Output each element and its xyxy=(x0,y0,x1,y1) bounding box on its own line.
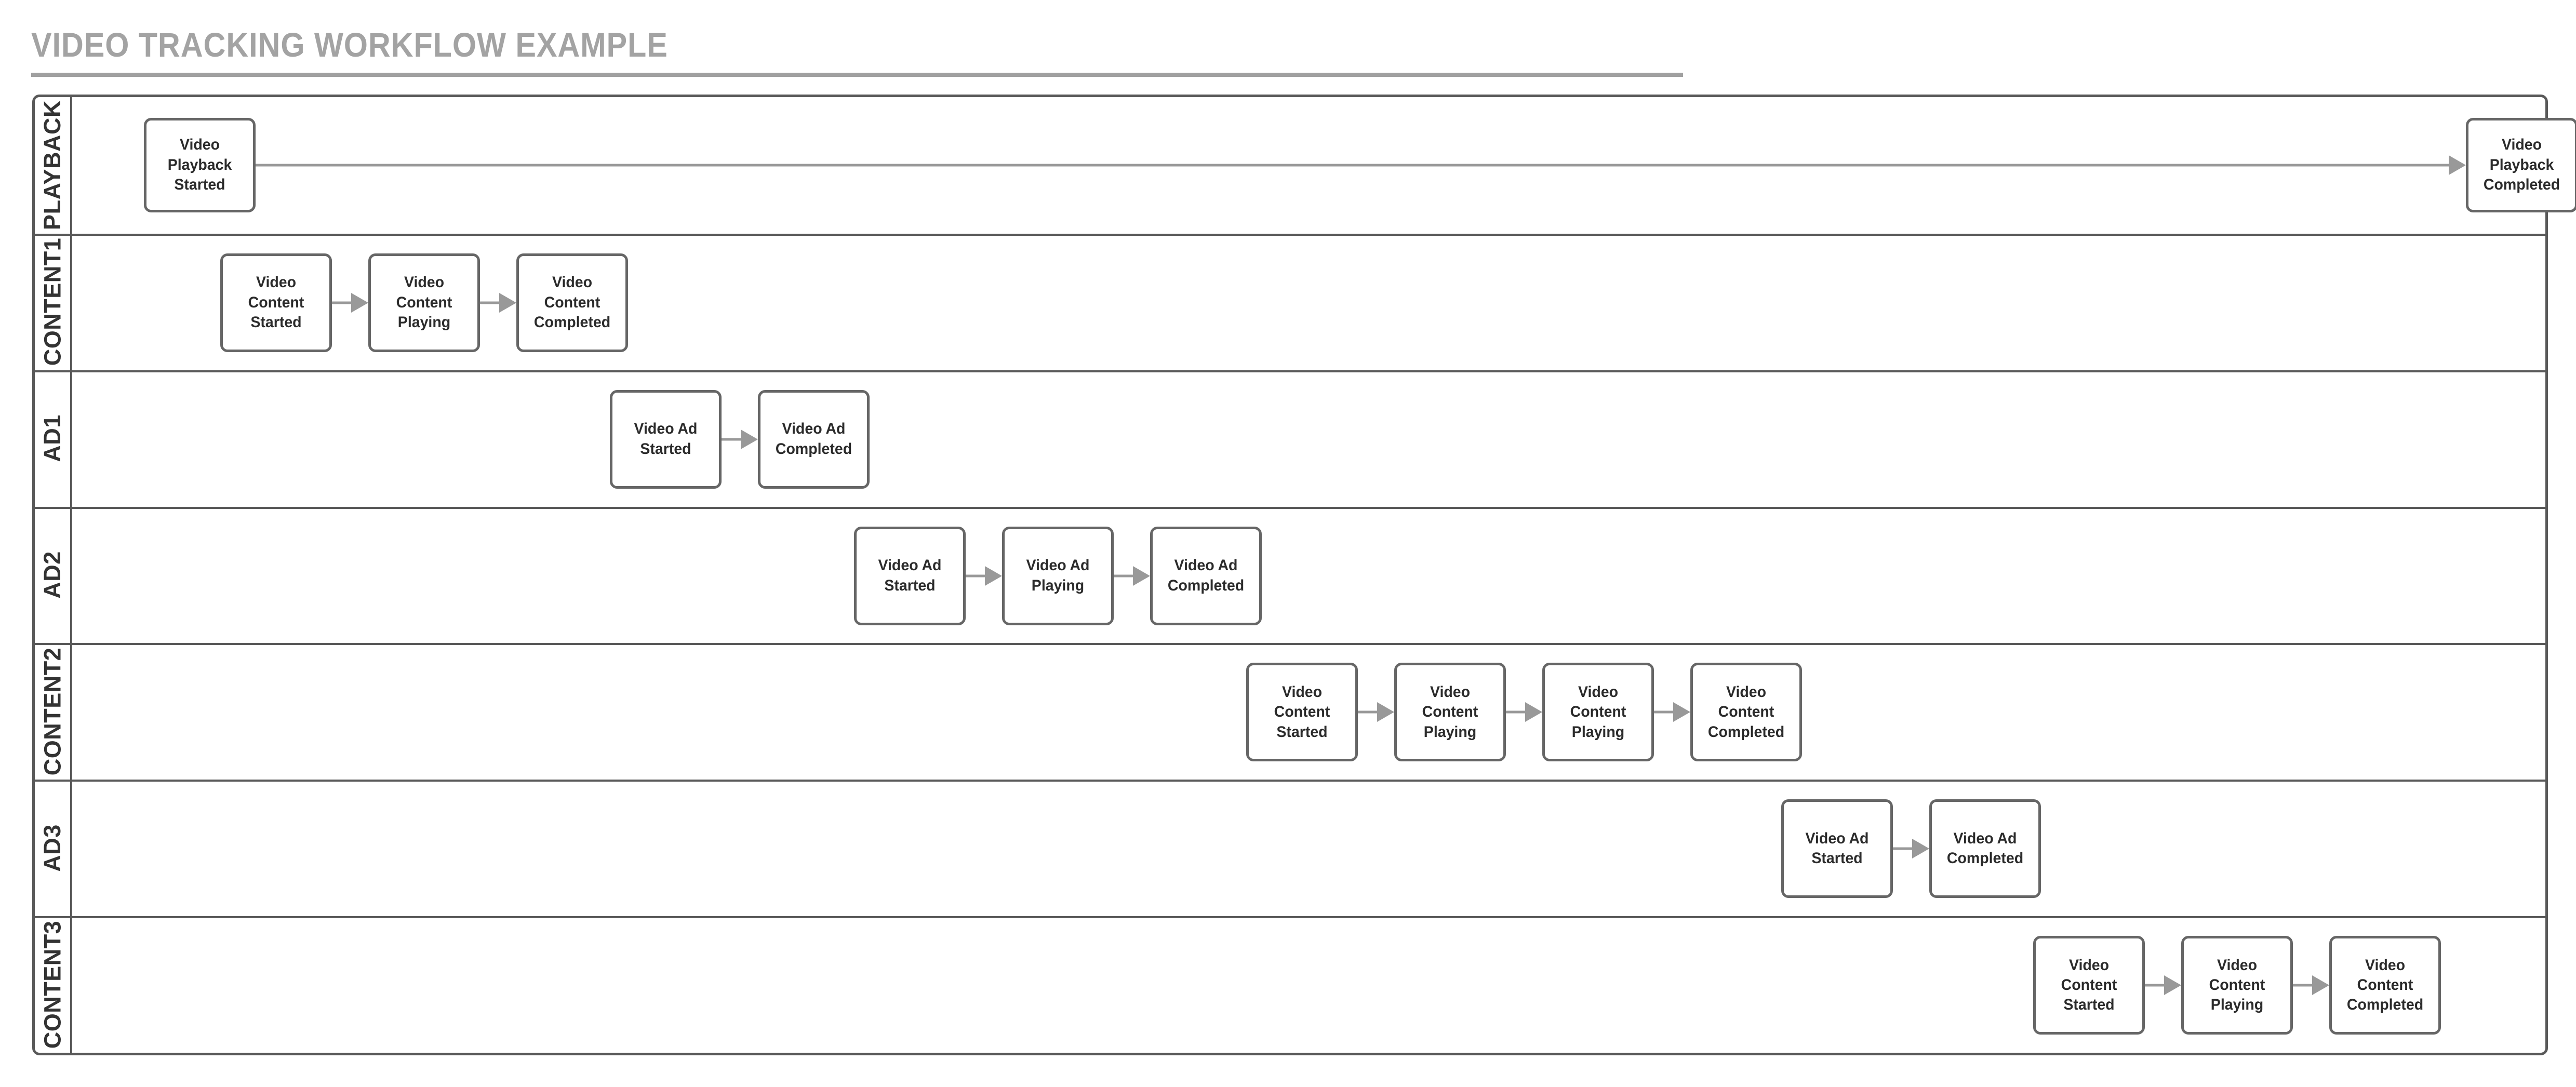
connector-line xyxy=(1358,710,1379,714)
node-c1-1[interactable]: Video Content Started xyxy=(220,253,332,352)
lane-divider xyxy=(35,233,2545,236)
lane-body-content1: Video Content Started Video Content Playi… xyxy=(72,234,2545,370)
node-a2-3[interactable]: Video Ad Completed xyxy=(1150,526,1262,625)
node-c2-3[interactable]: Video Content Playing xyxy=(1542,663,1654,762)
node-a2-2[interactable]: Video Ad Playing xyxy=(1002,526,1114,625)
lane-label-ad2: AD2 xyxy=(39,551,65,599)
arrow-head-icon xyxy=(2312,975,2329,996)
lane-label-cell-playback: PLAYBACK xyxy=(35,97,72,234)
title-divider xyxy=(31,73,1683,77)
node-a3-1[interactable]: Video Ad Started xyxy=(1781,799,1893,898)
node-a1-1[interactable]: Video Ad Started xyxy=(610,390,722,489)
connector-line xyxy=(966,574,986,578)
node-label: Video Content Started xyxy=(2061,956,2117,1014)
lane-label-cell-content2: CONTENT2 xyxy=(35,643,72,780)
connector-line xyxy=(480,301,501,304)
arrow-head-icon xyxy=(2164,975,2181,996)
node-c3-2[interactable]: Video Content Playing xyxy=(2181,936,2293,1035)
node-a2-1[interactable]: Video Ad Started xyxy=(854,526,966,625)
connector-line xyxy=(2293,984,2314,987)
lane-label-playback: PLAYBACK xyxy=(39,100,65,231)
arrow-head-icon xyxy=(1912,839,1929,859)
node-label: Video Ad Started xyxy=(634,420,698,458)
node-pb-2[interactable]: Video Playback Completed xyxy=(2466,118,2576,212)
lane-body-ad3: Video Ad Started Video Ad Completed xyxy=(72,780,2545,916)
arrow-head-icon xyxy=(1133,566,1150,586)
lane-label-cell-content1: CONTENT1 xyxy=(35,233,72,370)
lane-label-content3: CONTENT3 xyxy=(39,920,66,1049)
connector-line xyxy=(1506,710,1527,714)
arrow-head-icon xyxy=(1673,702,1690,722)
arrow-head-icon xyxy=(985,566,1002,586)
connector-line xyxy=(2145,984,2166,987)
connector-line xyxy=(332,301,353,304)
connector-line xyxy=(1114,574,1134,578)
node-label: Video Ad Completed xyxy=(1946,829,2024,867)
node-label: Video Ad Completed xyxy=(775,420,852,458)
node-c1-2[interactable]: Video Content Playing xyxy=(368,253,480,352)
node-label: Video Content Started xyxy=(248,274,304,331)
connector-line xyxy=(1654,710,1675,714)
node-label: Video Ad Completed xyxy=(1167,557,1245,594)
arrow-head-icon xyxy=(499,292,516,313)
lane-body-ad1: Video Ad Started Video Ad Completed xyxy=(72,370,2545,507)
lane-label-ad1: AD1 xyxy=(39,414,65,462)
lane-divider xyxy=(35,780,2545,782)
arrow-head-icon xyxy=(741,429,758,449)
arrow-head-icon xyxy=(1525,702,1542,722)
lane-body-ad2: Video Ad Started Video Ad Playing Video Ad… xyxy=(72,507,2545,643)
lane-label-cell-ad2: AD2 xyxy=(35,506,72,643)
node-label: Video Content Completed xyxy=(2346,956,2424,1014)
lane-label-content1: CONTENT1 xyxy=(39,238,66,366)
lane-divider xyxy=(35,643,2545,646)
lane-body-playback: Video Playback Started Video Playback Com… xyxy=(72,97,2576,234)
lane-divider xyxy=(35,370,2545,372)
lane-label-cell-content3: CONTENT3 xyxy=(35,916,72,1053)
lane-body-content2: Video Content Started Video Content Playi… xyxy=(72,643,2545,780)
node-pb-1[interactable]: Video Playback Started xyxy=(144,118,256,212)
lane-divider xyxy=(35,506,2545,509)
node-label: Video Content Started xyxy=(1274,683,1330,741)
lane-divider xyxy=(35,916,2545,919)
node-label: Video Playback Started xyxy=(167,136,232,194)
node-label: Video Ad Started xyxy=(878,557,942,594)
node-c3-1[interactable]: Video Content Started xyxy=(2033,936,2145,1035)
node-c2-4[interactable]: Video Content Completed xyxy=(1690,663,1802,762)
lane-label-content2: CONTENT2 xyxy=(39,647,66,776)
node-c3-3[interactable]: Video Content Completed xyxy=(2329,936,2441,1035)
node-label: Video Content Playing xyxy=(1570,683,1626,741)
node-a3-2[interactable]: Video Ad Completed xyxy=(1929,799,2041,898)
node-c2-1[interactable]: Video Content Started xyxy=(1246,663,1358,762)
lane-body-content3: Video Content Started Video Content Playi… xyxy=(72,916,2545,1053)
connector-line xyxy=(1893,847,1914,850)
arrow-head-icon xyxy=(2449,155,2466,175)
node-label: Video Content Playing xyxy=(396,274,452,331)
swimlane-ad1: AD1 Video Ad Started Video Ad Completed xyxy=(35,370,2545,507)
swimlane-ad3: AD3 Video Ad Started Video Ad Completed xyxy=(35,780,2545,917)
node-label: Video Content Completed xyxy=(533,274,611,331)
node-a1-2[interactable]: Video Ad Completed xyxy=(758,390,870,489)
node-label: Video Content Completed xyxy=(1707,683,1785,741)
node-label: Video Playback Completed xyxy=(2483,136,2560,194)
node-label: Video Ad Playing xyxy=(1026,557,1090,594)
lane-label-cell-ad1: AD1 xyxy=(35,370,72,507)
lane-label-cell-ad3: AD3 xyxy=(35,780,72,917)
node-label: Video Content Playing xyxy=(2209,956,2265,1014)
arrow-head-icon xyxy=(351,292,368,313)
connector-line xyxy=(256,164,2450,167)
arrow-head-icon xyxy=(1377,702,1394,722)
node-label: Video Ad Started xyxy=(1805,829,1869,867)
node-c2-2[interactable]: Video Content Playing xyxy=(1394,663,1506,762)
connector-line xyxy=(722,438,742,441)
node-c1-3[interactable]: Video Content Completed xyxy=(516,253,628,352)
page-title: VIDEO TRACKING WORKFLOW EXAMPLE xyxy=(31,25,668,64)
node-label: Video Content Playing xyxy=(1422,683,1478,741)
lane-label-ad3: AD3 xyxy=(39,824,65,872)
